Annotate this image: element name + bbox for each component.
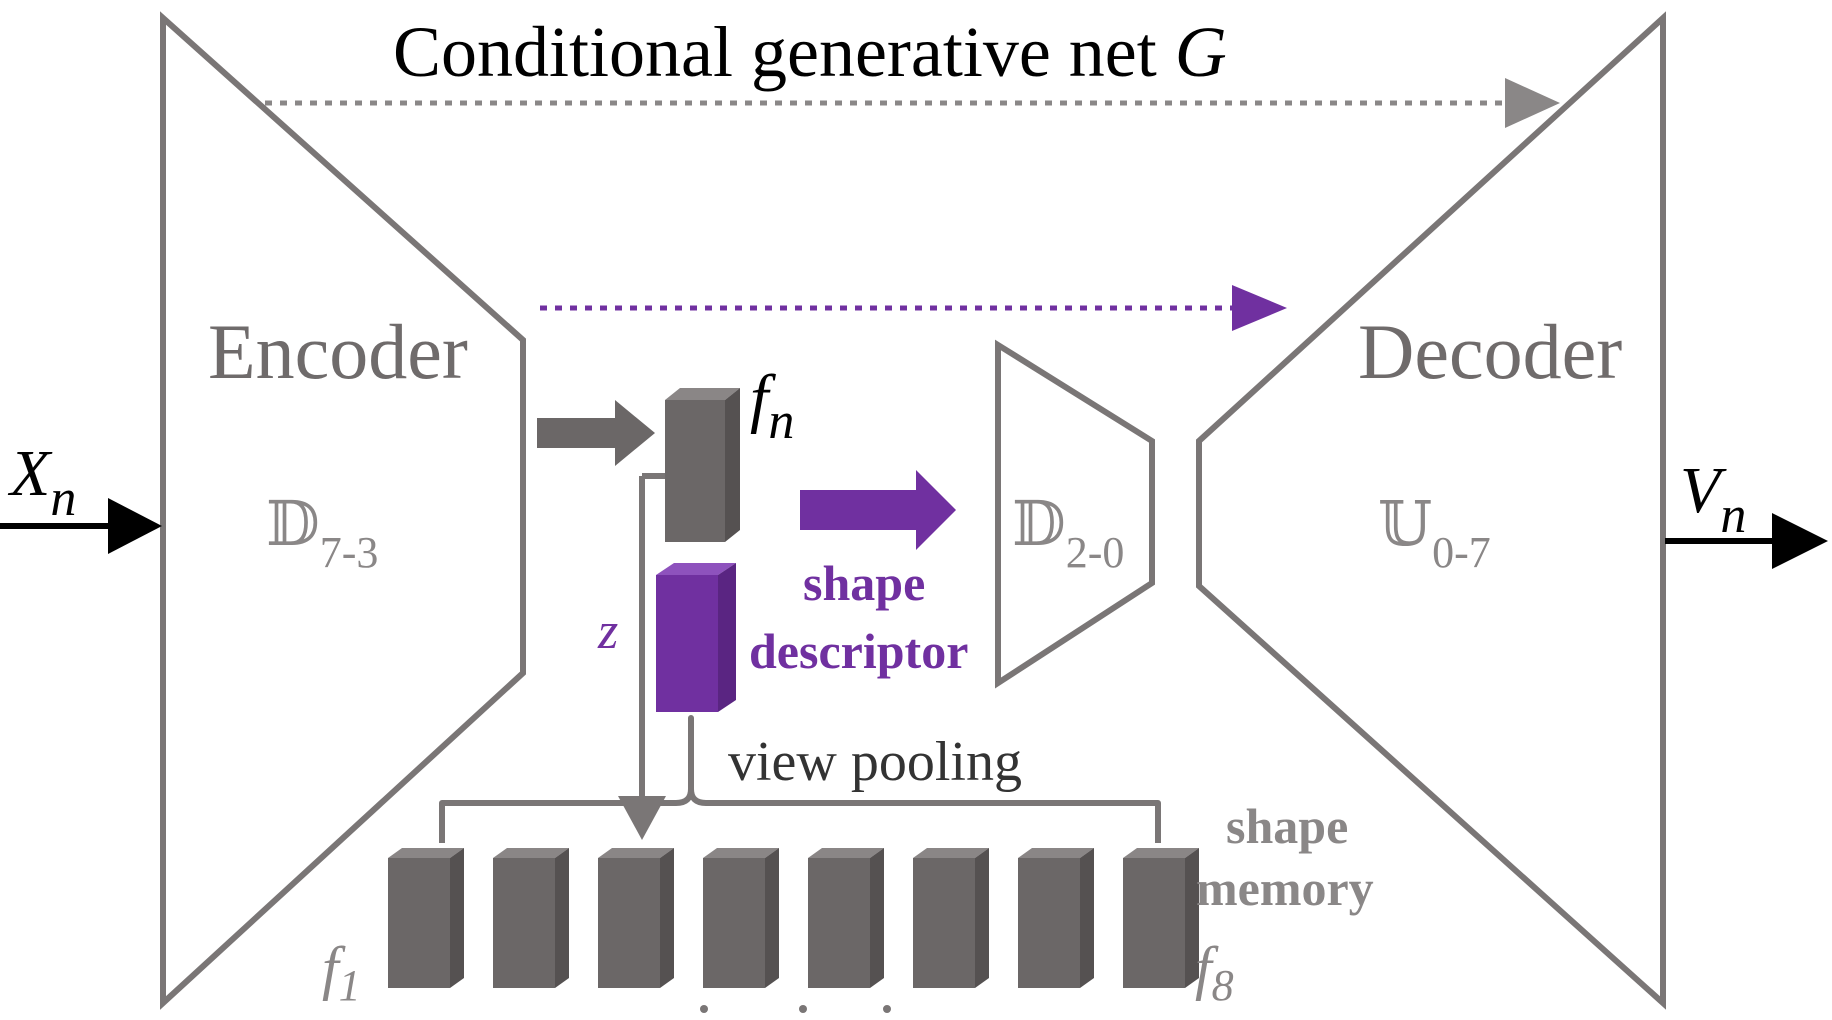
memory-block-7 — [1018, 848, 1094, 988]
decoder-label: Decoder — [1358, 308, 1622, 395]
encoder-layers-label: 𝔻7-3 — [266, 491, 378, 577]
feature-block-fn — [665, 388, 740, 542]
encoder-shape — [160, 11, 526, 1010]
view-pooling-bracket — [439, 715, 1161, 843]
decoder-shape — [1196, 11, 1666, 1010]
memory-block-3 — [598, 848, 674, 988]
output-arrowhead — [1772, 513, 1828, 569]
shape-descriptor-label-line1: shape — [803, 555, 925, 611]
memory-block-1 — [388, 848, 464, 988]
shape-memory-blocks — [388, 848, 1199, 988]
memory-block-4 — [703, 848, 779, 988]
shape-descriptor-arrow — [800, 470, 956, 550]
view-pooling-label: view pooling — [728, 731, 1022, 793]
shape-descriptor-block — [656, 563, 736, 712]
skip-connection-purple-arrowhead — [1232, 285, 1287, 331]
skip-connection-gray-arrowhead — [1505, 78, 1560, 128]
ellipsis-dots — [700, 1005, 891, 1013]
output-label: Vn — [1680, 454, 1746, 544]
memory-first-label: f1 — [322, 935, 361, 1010]
feature-to-memory-arrowhead — [618, 796, 666, 840]
feature-label: fn — [750, 362, 794, 450]
input-arrowhead — [108, 498, 162, 554]
shape-memory-label-line1: shape — [1226, 798, 1348, 854]
decoder-layers-label: 𝕌0-7 — [1378, 491, 1491, 577]
shape-descriptor-label-line2: descriptor — [749, 623, 968, 679]
shape-net-shape — [995, 339, 1155, 689]
memory-block-2 — [493, 848, 569, 988]
shape-net-layers-label: 𝔻2-0 — [1012, 491, 1124, 577]
input-label: Xn — [7, 437, 76, 527]
memory-block-6 — [913, 848, 989, 988]
shape-code-symbol: z — [597, 603, 618, 660]
memory-block-5 — [808, 848, 884, 988]
encoder-to-feature-arrow — [537, 400, 655, 466]
encoder-label: Encoder — [208, 308, 468, 395]
memory-last-label: f8 — [1195, 935, 1234, 1010]
diagram-title: Conditional generative net G — [393, 12, 1227, 92]
shape-memory-label-line2: memory — [1196, 860, 1374, 916]
memory-block-8 — [1123, 848, 1199, 988]
